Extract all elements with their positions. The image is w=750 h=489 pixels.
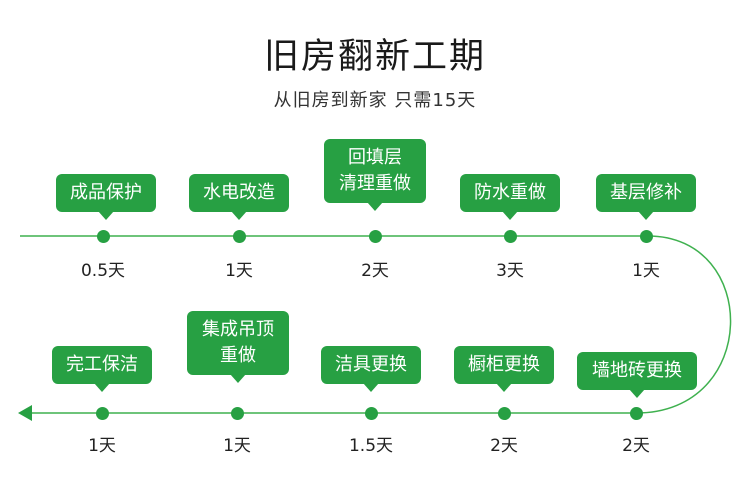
timeline-curve xyxy=(635,235,732,414)
page-subtitle: 从旧房到新家 只需15天 xyxy=(273,90,477,111)
step-bubble-ceiling: 集成吊顶 重做 xyxy=(187,311,289,383)
step-bubble-protect: 成品保护 xyxy=(56,174,156,220)
step-duration: 1天 xyxy=(88,436,116,456)
page-title: 旧房翻新工期 xyxy=(263,37,486,77)
step-bubble-cleaning: 完工保洁 xyxy=(52,346,152,392)
timeline-dot xyxy=(503,229,517,243)
step-duration: 2天 xyxy=(361,261,389,281)
arrow-left-icon xyxy=(18,405,32,421)
step-duration: 1天 xyxy=(632,261,660,281)
timeline-dot xyxy=(497,406,511,420)
step-bubble-cabinet: 橱柜更换 xyxy=(454,346,554,392)
timeline-dot xyxy=(96,229,110,243)
step-duration: 1天 xyxy=(223,436,251,456)
timeline-dot xyxy=(639,229,653,243)
timeline-dot xyxy=(230,406,244,420)
step-bubble-sanitary: 洁具更换 xyxy=(321,346,421,392)
step-duration: 1天 xyxy=(225,261,253,281)
timeline-dot xyxy=(364,406,378,420)
step-bubble-base-repair: 基层修补 xyxy=(596,174,696,220)
step-bubble-waterproof: 防水重做 xyxy=(460,174,560,220)
step-bubble-plumbing: 水电改造 xyxy=(189,174,289,220)
step-duration: 0.5天 xyxy=(80,261,126,281)
timeline-dot xyxy=(95,406,109,420)
step-duration: 3天 xyxy=(496,261,524,281)
step-duration: 2天 xyxy=(490,436,518,456)
timeline-dot xyxy=(232,229,246,243)
step-duration: 2天 xyxy=(622,436,650,456)
timeline-dot xyxy=(368,229,382,243)
timeline-dot xyxy=(629,406,643,420)
step-bubble-backfill: 回填层 清理重做 xyxy=(324,139,426,211)
step-bubble-tiles: 墙地砖更换 xyxy=(577,352,697,398)
step-duration: 1.5天 xyxy=(348,436,394,456)
